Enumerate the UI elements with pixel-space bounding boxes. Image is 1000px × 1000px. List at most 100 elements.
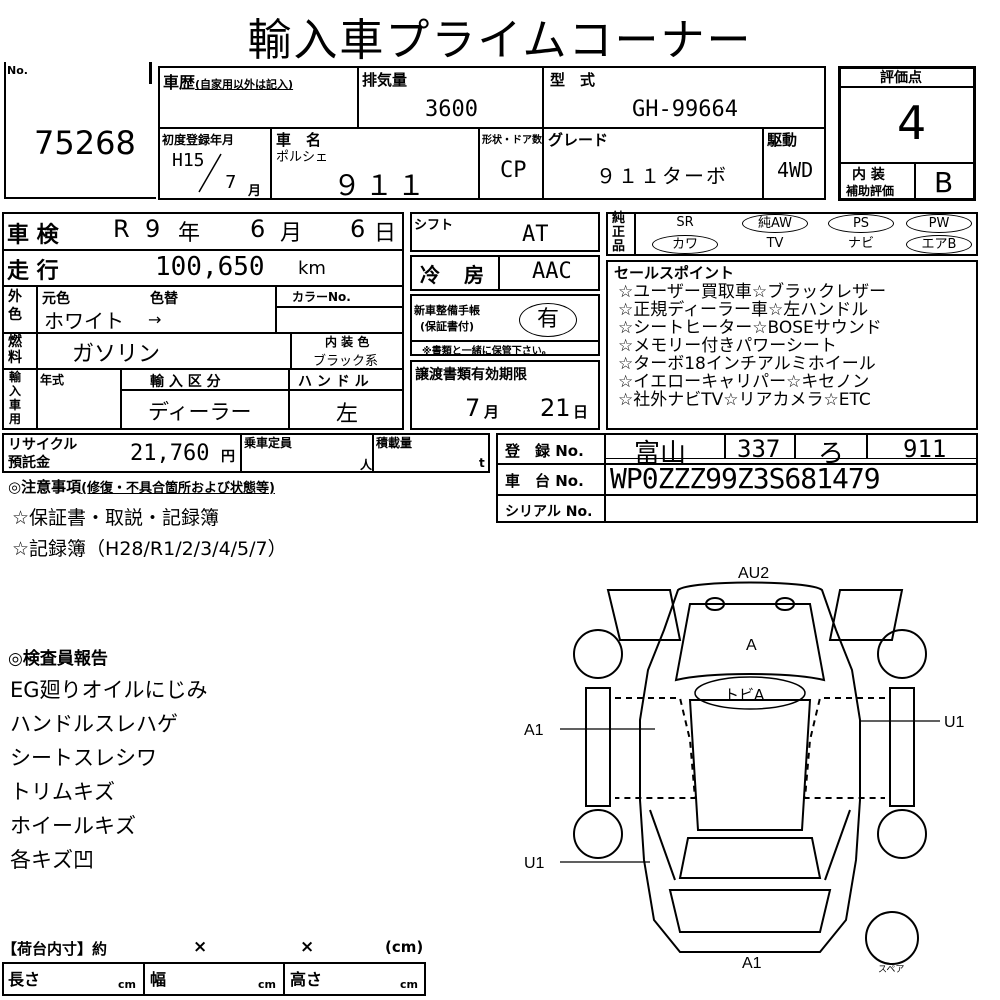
inspection-label: 車 検 <box>7 223 59 248</box>
registration-number: 911 <box>903 435 947 463</box>
inspection-month-unit: 月 <box>280 221 303 246</box>
first-reg-era-year: H15 <box>172 150 205 171</box>
mileage-value: 100,650 <box>155 252 265 282</box>
mileage-label: 走 行 <box>7 259 59 284</box>
fuel-label: 燃料 <box>8 334 22 366</box>
inspector-heading: ◎検査員報告 <box>8 649 108 669</box>
equipment-item: ナビ <box>847 236 874 251</box>
mileage-unit: km <box>298 258 326 279</box>
sales-point-line: ☆メモリー付きパワーシート <box>618 336 837 356</box>
sales-point-line: ☆イエローキャリパー☆キセノン <box>618 372 870 392</box>
equipment-item: SR <box>676 215 694 230</box>
docs-box <box>410 360 600 430</box>
score-label: 評価点 <box>880 70 922 86</box>
inspector-report-line: EG廻りオイルにじみ <box>10 678 208 702</box>
cargo-width-label: 幅 <box>150 970 167 989</box>
cargo-x1: × <box>193 937 208 957</box>
chassis-label: 車 台 No. <box>505 472 584 490</box>
inspection-year-unit: 年 <box>178 221 201 246</box>
registration-label: 登 録 No. <box>505 442 584 460</box>
import-class-value: ディーラー <box>148 400 252 424</box>
color-label: 外色 <box>8 289 22 323</box>
car-maker: ポルシェ <box>276 150 329 165</box>
sales-point-line: ☆社外ナビTV☆リアカメラ☆ETC <box>618 390 871 410</box>
cargo-width-unit: cm <box>258 978 276 991</box>
inspection-day: 6 <box>350 215 366 243</box>
equipment-item: 純AW <box>742 214 808 233</box>
import-year-label: 年式 <box>40 373 65 387</box>
load-label: 積載量 <box>376 436 413 450</box>
inspector-report-line: ホイールキズ <box>10 814 136 838</box>
maintenance-label: 新車整備手帳 <box>414 304 480 317</box>
diagram-label-a1-left: A1 <box>524 722 544 739</box>
load-unit: t <box>479 456 485 470</box>
diagram-label-u1-right: U1 <box>944 714 965 731</box>
registration-kana: ろ <box>818 439 845 469</box>
interior-color-label: 内 装 色 <box>325 335 370 349</box>
drive-label: 駆動 <box>767 131 798 149</box>
serial-label: シリアル No. <box>505 504 593 520</box>
recycle-unit: 円 <box>221 449 235 465</box>
car-damage-diagram: AU2 A トビA A1 U1 U1 A1 スペア <box>524 565 965 975</box>
sales-point-line: ☆シートヒーター☆BOSEサウンド <box>618 318 882 338</box>
color-orig-label: 元色 <box>42 291 70 307</box>
equipment-item: カワ <box>652 235 718 254</box>
inspector-report-line: シートスレシワ <box>10 746 157 770</box>
inspection-era: R <box>113 215 130 243</box>
recycle-value: 21,760 <box>130 441 210 466</box>
color-code-label: カラーNo. <box>292 290 351 304</box>
cargo-height-label: 高さ <box>290 970 323 989</box>
grade-label: グレード <box>548 131 609 149</box>
equipment-box <box>606 212 978 256</box>
registration-table <box>496 433 978 523</box>
color-change-label: 色替 <box>150 291 178 307</box>
handle-label: ハ ン ド ル <box>298 374 369 390</box>
sales-point-line: ☆ターボ18インチアルミホイール <box>618 354 876 374</box>
inspector-report-line: トリムキズ <box>10 780 115 804</box>
model-value: GH-99664 <box>632 97 738 122</box>
shift-box <box>410 212 600 252</box>
color-orig-value: ホワイト <box>44 309 124 333</box>
diagram-label-au2: AU2 <box>738 565 769 582</box>
docs-day-unit: 日 <box>573 403 589 421</box>
docs-month: 7 <box>465 394 481 422</box>
color-arrow: → <box>148 310 162 329</box>
diagram-label-a: A <box>746 637 757 654</box>
capacity-label: 乗車定員 <box>244 436 293 450</box>
handle-value: 左 <box>336 402 359 427</box>
registration-class-no: 337 <box>737 435 781 463</box>
first-reg-month: 7 <box>225 172 237 193</box>
docs-label: 譲渡書類有効期限 <box>415 367 527 383</box>
equipment-item: エアB <box>906 235 972 254</box>
shift-value: AT <box>522 222 549 247</box>
cargo-table <box>2 962 426 996</box>
notes-heading: ◎注意事項(修復・不具合箇所および状態等) <box>8 478 275 496</box>
score-box <box>838 66 976 201</box>
capacity-unit: 人 <box>360 458 373 472</box>
body-label: 形状・ドア数 <box>482 135 542 146</box>
inspector-report-line: 各キズ凹 <box>10 848 94 872</box>
body-value: CP <box>500 158 527 183</box>
cargo-x2: × <box>300 937 315 957</box>
inspection-year: 9 <box>145 215 161 243</box>
displacement-value: 3600 <box>425 97 478 122</box>
interior-score-label: 内 装 <box>852 167 885 183</box>
cargo-length-unit: cm <box>118 978 136 991</box>
notes-line-1: ☆保証書・取説・記録簿 <box>12 507 220 529</box>
cargo-length-label: 長さ <box>8 970 41 989</box>
equipment-item: TV <box>766 236 784 251</box>
import-class-label: 輸 入 区 分 <box>150 374 221 390</box>
cargo-height-unit: cm <box>400 978 418 991</box>
sales-points-label: セールスポイント <box>614 264 735 282</box>
recycle-label: リサイクル <box>8 437 78 453</box>
drive-value: 4WD <box>777 158 814 182</box>
notes-line-2: ☆記録簿（H28/R1/2/3/4/5/7） <box>12 538 287 560</box>
sales-point-line: ☆ユーザー買取車☆ブラックレザー <box>618 282 887 302</box>
inspector-report-line: ハンドルスレハゲ <box>10 712 178 736</box>
maintenance-label2: (保証書付) <box>420 320 475 333</box>
equipment-item: PW <box>906 214 972 233</box>
recycle-label2: 預託金 <box>8 455 50 471</box>
maintenance-note: ※書類と一緒に保管下さい。 <box>422 346 552 357</box>
car-name-label: 車 名 <box>276 131 322 149</box>
cargo-label: 【荷台内寸】約 <box>2 940 108 958</box>
